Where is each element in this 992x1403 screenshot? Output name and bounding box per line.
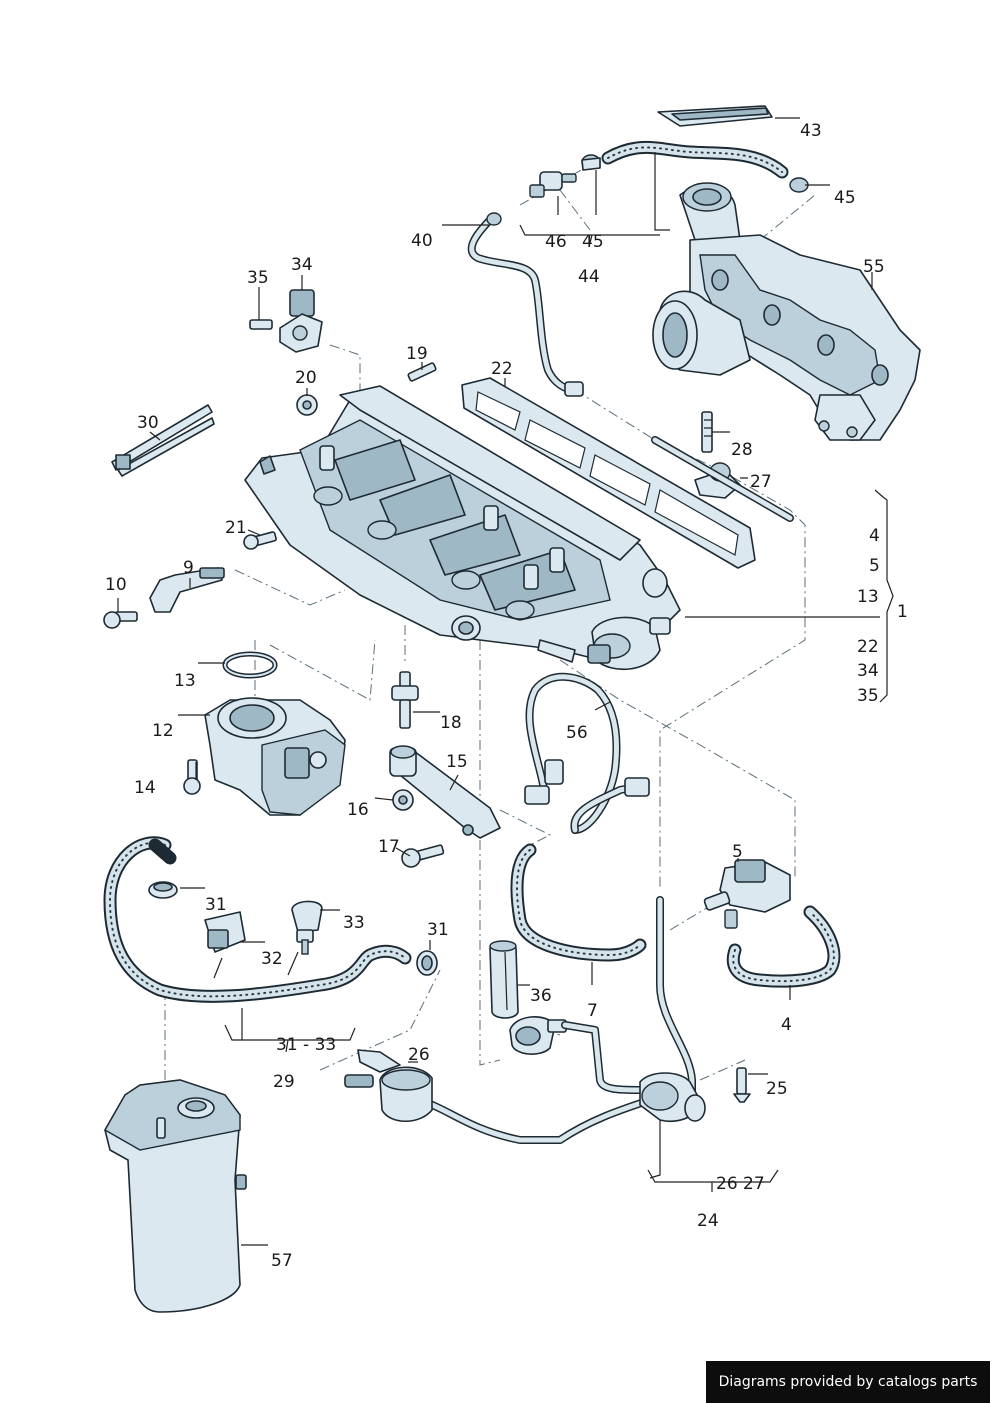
callout-12: 12 [152, 721, 174, 741]
callout-18: 18 [440, 713, 462, 733]
callout-30: 30 [137, 413, 159, 433]
part-46-connector[interactable] [529, 171, 577, 198]
part-4-vacuum-hose[interactable] [726, 905, 841, 988]
callout-19: 19 [406, 344, 428, 364]
callout-17: 17 [378, 837, 400, 857]
part-19-stud[interactable] [407, 362, 437, 382]
callout-29: 29 [273, 1072, 295, 1092]
part-20-nut[interactable] [296, 394, 318, 416]
part-44-vacuum-hose[interactable] [601, 141, 789, 179]
part-7-vacuum-hose[interactable] [510, 843, 647, 962]
callout-33: 33 [343, 913, 365, 933]
callout-44: 44 [578, 267, 600, 287]
callout-20: 20 [295, 368, 317, 388]
part-30-cable-tie[interactable] [111, 404, 215, 477]
callout-46: 46 [545, 232, 567, 252]
part-32-holder[interactable] [204, 911, 246, 953]
callout-45-left: 45 [582, 232, 604, 252]
callout-34: 34 [291, 255, 313, 275]
connecting-rod-pipe[interactable] [651, 436, 794, 522]
callout-36: 36 [530, 986, 552, 1006]
part-15-support-bracket[interactable] [389, 745, 501, 839]
part-55-turbocharger-manifold[interactable] [652, 182, 921, 441]
callout-31-left: 31 [205, 895, 227, 915]
callout-1: 1 [897, 602, 908, 622]
vent-line-pipe[interactable] [656, 896, 696, 1109]
part-24-purge-line[interactable] [416, 1021, 706, 1144]
callout-5: 5 [732, 842, 743, 862]
callout-43: 43 [800, 121, 822, 141]
callout-26: 26 [408, 1045, 430, 1065]
part-10-bolt[interactable] [103, 611, 138, 629]
part-36-protective-sleeve[interactable] [489, 940, 519, 1019]
callout-4-group: 4 [869, 526, 880, 546]
callout-4: 4 [781, 1015, 792, 1035]
callout-55: 55 [863, 257, 885, 277]
part-9-sensor[interactable] [149, 567, 225, 613]
leader-lines [117, 117, 894, 1246]
part-57-charcoal-canister[interactable] [104, 1079, 247, 1313]
part-5-solenoid-valve[interactable] [703, 859, 791, 929]
hose-connector-fitting[interactable] [509, 1016, 567, 1055]
part-25-bolt[interactable] [733, 1067, 751, 1103]
callout-40: 40 [411, 231, 433, 251]
callout-25: 25 [766, 1079, 788, 1099]
callout-22-group: 22 [857, 637, 879, 657]
part-29-hose-assembly[interactable] [103, 836, 412, 1003]
part-12-throttle-body[interactable] [204, 697, 346, 816]
flap-vacuum-actuator[interactable] [587, 616, 671, 671]
callout-10: 10 [105, 575, 127, 595]
watermark-banner: Diagrams provided by catalogs parts [706, 1361, 990, 1403]
callout-22: 22 [491, 359, 513, 379]
callout-56: 56 [566, 723, 588, 743]
part-22-gasket[interactable] [461, 377, 756, 569]
callout-15: 15 [446, 752, 468, 772]
callout-45-right: 45 [834, 188, 856, 208]
callout-35: 35 [247, 268, 269, 288]
part-31-clamp-left[interactable] [148, 881, 178, 899]
callout-24: 24 [697, 1211, 719, 1231]
part-13-o-ring[interactable] [222, 651, 278, 679]
part-28-stud[interactable] [701, 411, 713, 453]
callout-7: 7 [587, 1001, 598, 1021]
callout-21: 21 [225, 518, 247, 538]
callout-9: 9 [183, 558, 194, 578]
callout-28: 28 [731, 440, 753, 460]
part-17-bolt[interactable] [401, 844, 445, 868]
callout-27: 27 [750, 472, 772, 492]
callout-34-group: 34 [857, 661, 879, 681]
part-14-bolt[interactable] [183, 759, 201, 795]
part-34-pressure-sensor[interactable] [279, 289, 323, 353]
callout-35-group: 35 [857, 686, 879, 706]
callout-5-group: 5 [869, 556, 880, 576]
intake-manifold[interactable] [244, 385, 681, 663]
part-26-purge-valve[interactable] [344, 1049, 433, 1122]
callout-14: 14 [134, 778, 156, 798]
part-35-bolt[interactable] [249, 319, 273, 330]
callout-32: 32 [261, 949, 283, 969]
callout-26-27: 26 27 [716, 1174, 765, 1194]
callout-57: 57 [271, 1251, 293, 1271]
part-33-hose-clip[interactable] [291, 900, 323, 955]
part-56-breather-hose[interactable] [524, 672, 650, 834]
callout-16: 16 [347, 800, 369, 820]
callout-31-33: 31 - 33 [276, 1035, 336, 1055]
callout-13-group: 13 [857, 587, 879, 607]
part-45-clamp-left[interactable] [581, 154, 601, 171]
part-31-clamp-right[interactable] [416, 950, 438, 976]
callout-labels: 43 45 40 46 45 44 55 35 34 19 22 20 30 2… [105, 121, 908, 1271]
callout-13: 13 [174, 671, 196, 691]
part-18-stud-spacer[interactable] [391, 671, 419, 729]
callout-31-right: 31 [427, 920, 449, 940]
part-21-bolt[interactable] [243, 531, 277, 550]
part-43-heat-shield-strip[interactable] [657, 105, 773, 127]
part-16-nut[interactable] [392, 789, 414, 811]
part-40-vent-pipe[interactable] [467, 212, 584, 397]
